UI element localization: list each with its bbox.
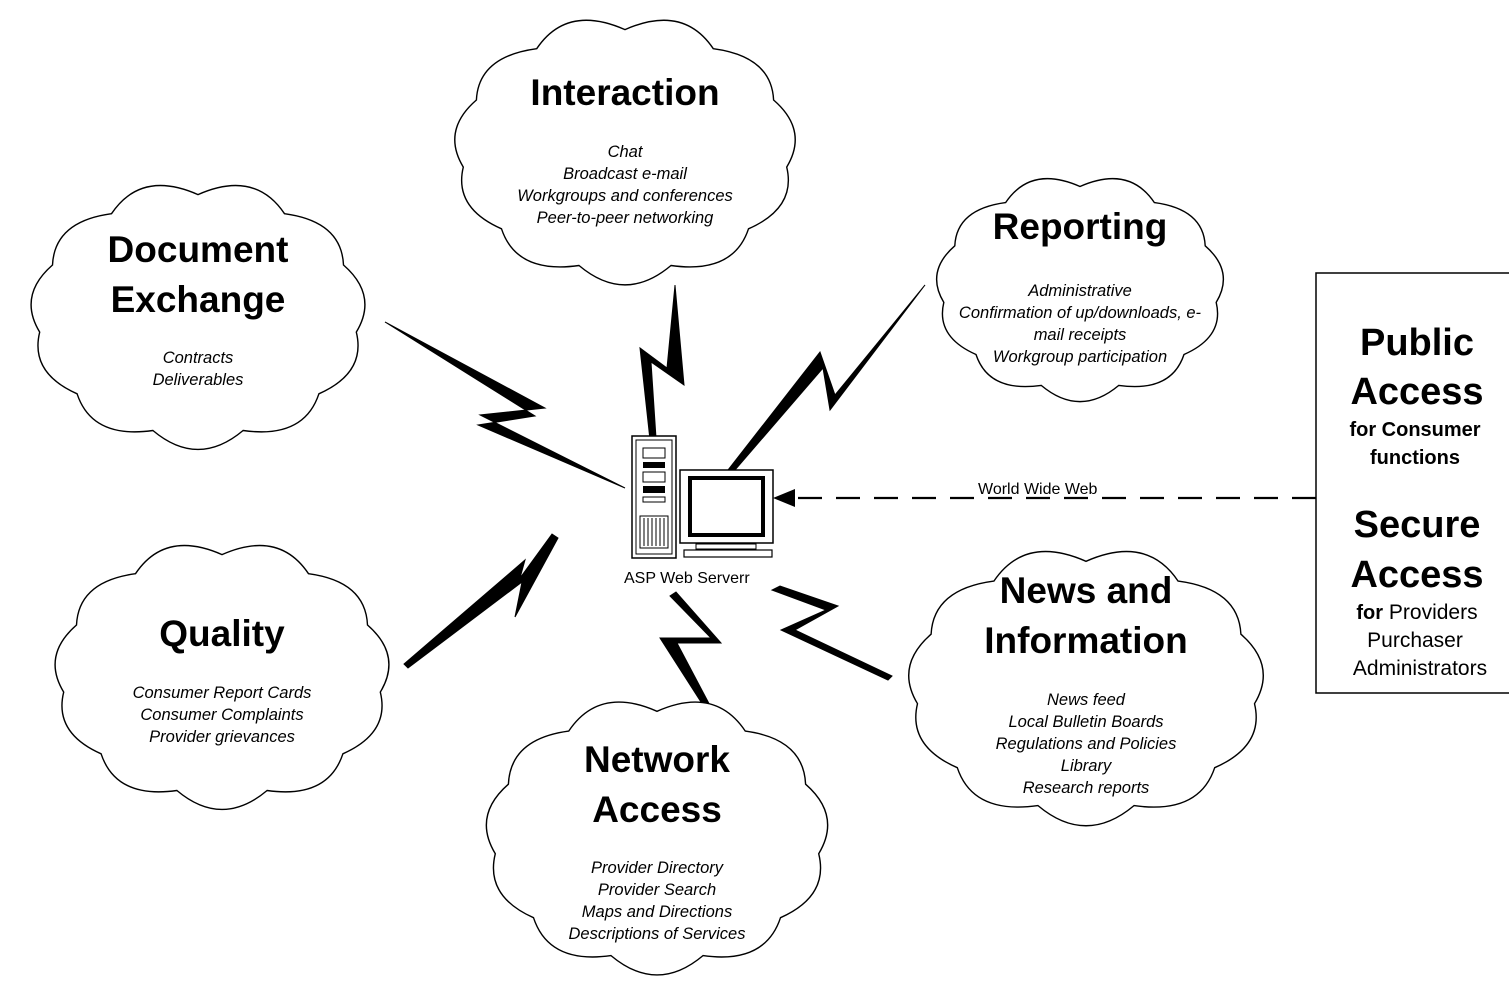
secure-access-sub-1: for Providers (1356, 601, 1477, 624)
cloud-shape (30, 184, 366, 450)
cloud-shape (936, 178, 1224, 403)
cloud-item: Peer-to-peer networking (537, 209, 715, 227)
cloud-shape (54, 544, 390, 810)
www-label: World Wide Web (978, 481, 1098, 498)
cloud-item: Confirmation of up/downloads, e- (959, 304, 1202, 322)
secure-access-title-2: Access (1350, 554, 1483, 596)
lightning-connector-quality (403, 533, 559, 669)
cloud-title: Reporting (993, 206, 1168, 247)
cloud-item: Provider Directory (591, 859, 725, 877)
lightning-connector-reporting (726, 284, 926, 471)
cloud-item: Maps and Directions (582, 903, 732, 921)
cloud-item: mail receipts (1034, 326, 1127, 344)
cloud-item: Consumer Report Cards (133, 684, 312, 702)
cloud-shape (485, 701, 829, 976)
lightning-connector-interaction (639, 284, 685, 441)
lightning-connector-news (770, 585, 893, 681)
lightning-connector-network (659, 591, 723, 714)
cloud-title: Quality (159, 613, 285, 654)
secure-access-sub-3: Administrators (1353, 657, 1487, 680)
secure-access-sub-2: Purchaser (1367, 629, 1463, 652)
cloud-shape (454, 19, 796, 286)
cloud-item: Broadcast e-mail (563, 165, 688, 183)
server-icon (631, 435, 677, 559)
cloud-item: Research reports (1023, 779, 1150, 797)
cloud-item: Deliverables (153, 371, 244, 389)
cloud-title: Interaction (530, 72, 719, 113)
secure-access-title-1: Secure (1354, 504, 1481, 546)
server-label: ASP Web Serverr (624, 570, 750, 587)
cloud-shape (908, 550, 1264, 827)
cloud-item: Descriptions of Services (569, 925, 746, 943)
cloud-item: Chat (608, 143, 644, 161)
cloud-item: Provider grievances (149, 728, 295, 746)
cloud-title: News and (1000, 570, 1173, 611)
public-access-sub-1: for Consumer (1349, 419, 1480, 441)
cloud-item: Contracts (163, 349, 234, 367)
cloud-item: Local Bulletin Boards (1008, 713, 1163, 731)
cloud-item: News feed (1047, 691, 1126, 709)
monitor-icon (679, 469, 774, 558)
cloud-title: Network (584, 739, 730, 780)
connectors (384, 284, 1316, 714)
cloud-item: Regulations and Policies (996, 735, 1177, 753)
cloud-item: Library (1061, 757, 1113, 775)
cloud-item: Workgroup participation (993, 348, 1167, 366)
lightning-connector-document (384, 321, 626, 489)
access-box: Public Access for Consumer functions Sec… (1315, 272, 1509, 694)
cloud-title: Document (108, 229, 289, 270)
cloud-title: Access (592, 789, 722, 830)
cloud-item: Provider Search (598, 881, 716, 899)
www-arrowhead (773, 489, 795, 507)
public-access-title-2: Access (1350, 371, 1483, 413)
cloud-title: Information (984, 620, 1187, 661)
cloud-item: Administrative (1027, 282, 1132, 300)
cloud-item: Workgroups and conferences (517, 187, 733, 205)
cloud-title: Exchange (111, 279, 286, 320)
public-access-title-1: Public (1360, 322, 1474, 364)
public-access-sub-2: functions (1370, 447, 1460, 469)
cloud-item: Consumer Complaints (140, 706, 303, 724)
